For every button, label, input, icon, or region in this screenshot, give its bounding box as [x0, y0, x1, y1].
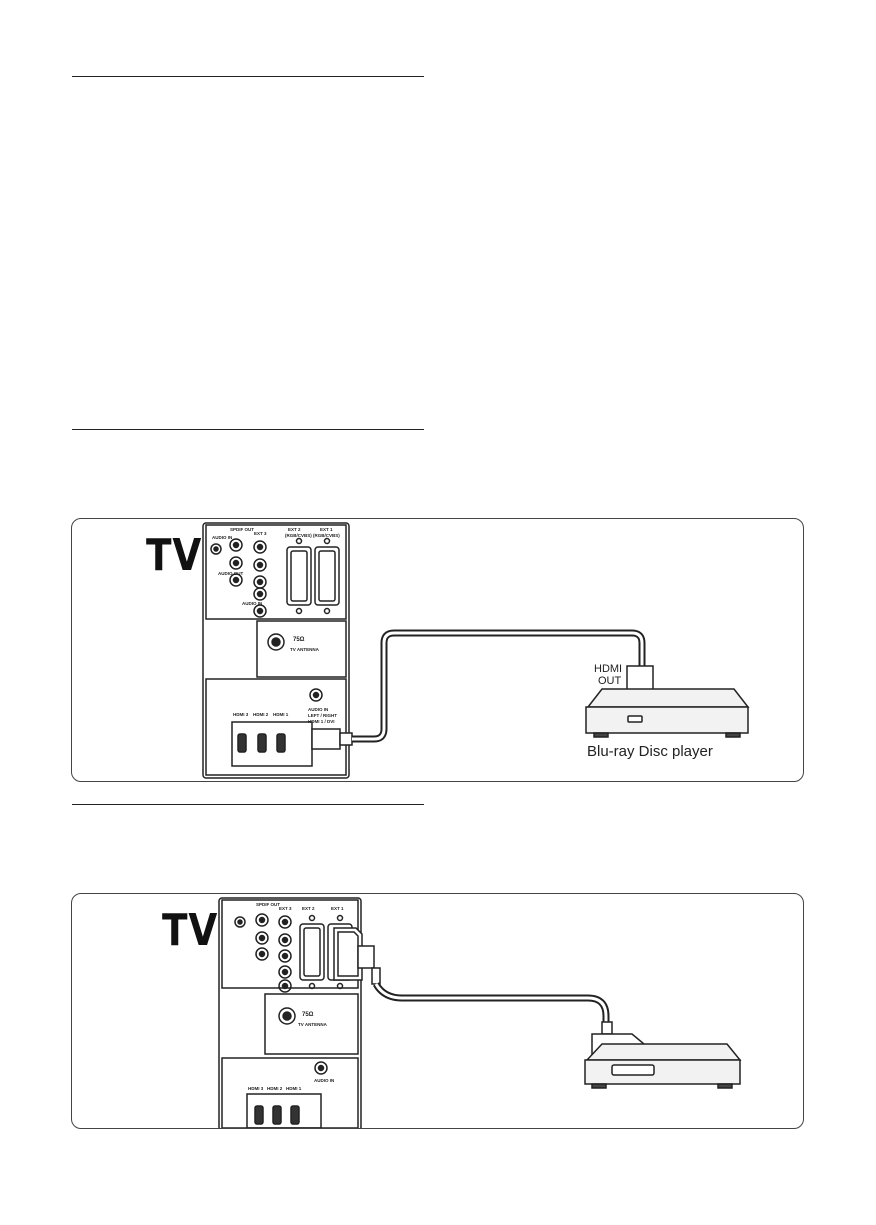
device-hdmi-port-icon [627, 715, 643, 723]
label-hdmi1: HDMI 1 [273, 712, 289, 717]
scart-device [584, 1021, 742, 1089]
hdmi-cable [352, 629, 646, 743]
label-audio-small: AUDIO IN [212, 535, 232, 540]
label-ext2: EXT 2 [288, 527, 301, 532]
label-antenna-ohm: 75Ω [293, 637, 305, 643]
scart-plug-tv [333, 927, 381, 985]
antenna-panel [256, 620, 347, 678]
blu-ray-player-device [585, 665, 750, 738]
tv-back-panel [218, 897, 362, 1128]
label-ext2: EXT 2 [302, 906, 315, 911]
diagram-drawing: SPDIF OUT EXT 3 EXT 2 EXT 1 75Ω TV ANTEN… [218, 897, 742, 1128]
device-scart-port-icon [611, 1064, 655, 1076]
device-port-label-2: OUT [598, 675, 622, 687]
hdmi-ports-box [246, 1093, 322, 1128]
label-hdmi-audio-in-sub2: HDMI 1 / DVI [308, 719, 335, 724]
label-hdmi-audio-in: AUDIO IN [308, 707, 328, 712]
label-hdmi1: HDMI 1 [286, 1086, 302, 1091]
hdmi2-port-icon [257, 733, 267, 753]
spdif-port-icon [229, 538, 243, 552]
device-name-label: Blu-ray Disc player [587, 743, 713, 760]
section-rule-1 [72, 76, 424, 77]
device-port-label-1: HDMI [594, 663, 622, 675]
audio-port-icon [210, 543, 222, 555]
diagram-drawing: AUDIO IN SPDIF OUT EXT 3 EXT 2 (RGB/CVBS… [202, 522, 750, 779]
hdmi2-port-icon [272, 1105, 282, 1125]
section-rule-3 [72, 804, 424, 805]
label-ext2-sub: (RGB/CVBS) [285, 533, 312, 538]
label-spdif: SPDIF OUT [230, 527, 254, 532]
section-rule-2 [72, 429, 424, 430]
scart-ext1 [314, 546, 340, 606]
upper-port-panel [205, 524, 347, 620]
label-antenna: TV ANTENNA [298, 1022, 328, 1027]
antenna-panel [264, 993, 359, 1055]
label-hdmi-audio-in-sub1: LEFT / RIGHT [308, 713, 337, 718]
scart-ext2 [299, 923, 325, 981]
label-hdmi3: HDMI 3 [233, 712, 249, 717]
tv-back-panel [202, 522, 350, 779]
scart-ext2 [286, 546, 312, 606]
label-hdmi2: HDMI 2 [267, 1086, 283, 1091]
hdmi1-port-icon [290, 1105, 300, 1125]
scart-cable [372, 982, 610, 1026]
hdmi-connection-diagram: TV [71, 518, 804, 782]
label-audio-in: AUDIO IN [242, 601, 262, 606]
scart-connection-diagram: TV [71, 893, 804, 1129]
label-audio-out: AUDIO OUT [218, 571, 244, 576]
tv-label: TV [146, 530, 203, 581]
label-hdmi-audio-in: AUDIO IN [314, 1078, 334, 1083]
label-ext1: EXT 1 [320, 527, 333, 532]
label-antenna: TV ANTENNA [290, 647, 320, 652]
tv-label: TV [162, 905, 219, 956]
label-hdmi3: HDMI 3 [248, 1086, 264, 1091]
hdmi-panel [221, 1057, 359, 1128]
hdmi3-port-icon [237, 733, 247, 753]
hdmi-plug-tv [311, 728, 341, 750]
label-spdif: SPDIF OUT [256, 902, 280, 907]
label-ext3: EXT 3 [254, 531, 267, 536]
label-ext1: EXT 1 [331, 906, 344, 911]
label-ext1-sub: (RGB/CVBS) [313, 533, 340, 538]
hdmi1-port-icon [276, 733, 286, 753]
label-antenna-ohm: 75Ω [302, 1012, 314, 1018]
label-ext3: EXT 3 [279, 906, 292, 911]
hdmi3-port-icon [254, 1105, 264, 1125]
hdmi-panel [205, 678, 347, 776]
label-hdmi2: HDMI 2 [253, 712, 269, 717]
